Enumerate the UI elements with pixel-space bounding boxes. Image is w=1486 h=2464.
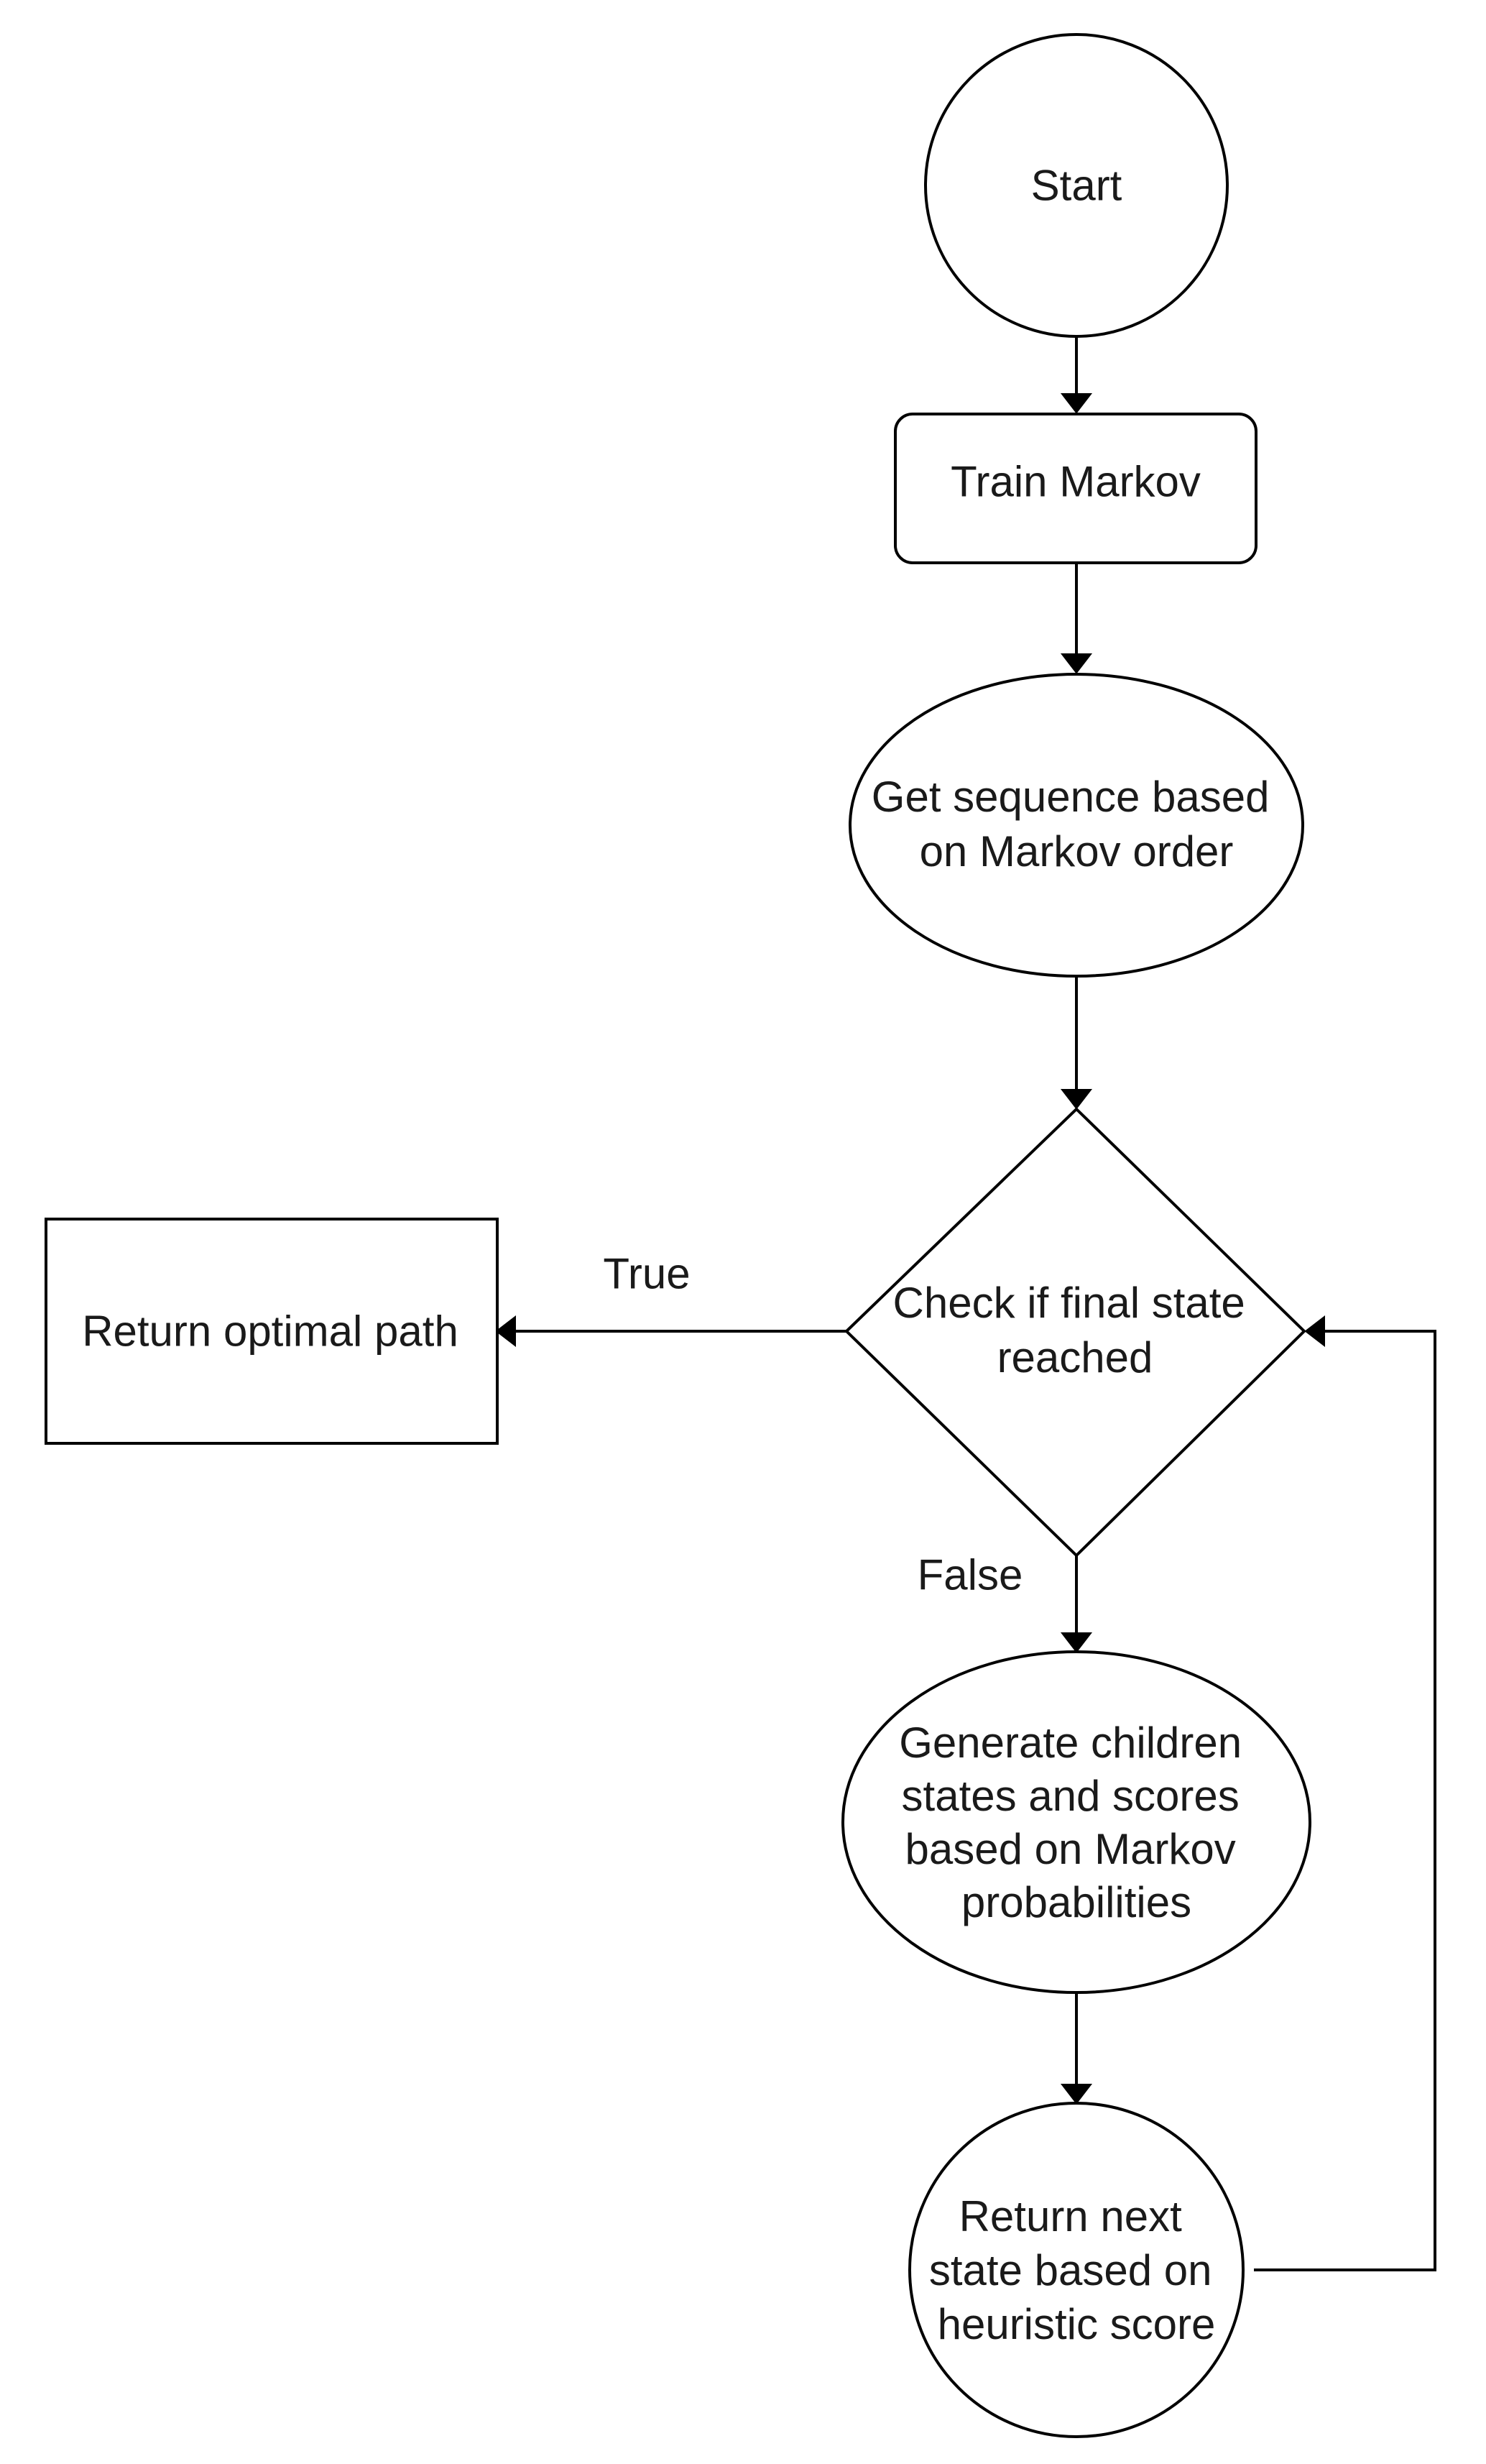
false-edge-label: False bbox=[918, 1551, 1023, 1599]
node-start: Start bbox=[924, 33, 1229, 338]
generate-children-line-1: Generate children bbox=[899, 1719, 1242, 1767]
node-return-next: Return next state based on heuristic sco… bbox=[908, 2102, 1245, 2438]
arrow-head-optimal bbox=[495, 1315, 516, 1348]
return-optimal-box bbox=[45, 1218, 499, 1445]
true-edge-label: True bbox=[603, 1250, 690, 1298]
get-sequence-line-2: on Markov order bbox=[920, 827, 1234, 875]
train-markov-box bbox=[894, 413, 1257, 564]
check-final-diamond bbox=[844, 1107, 1306, 1558]
get-sequence-ellipse bbox=[849, 673, 1304, 978]
check-final-line-1: Check if final state bbox=[893, 1279, 1245, 1327]
node-generate-children: Generate children states and scores base… bbox=[841, 1650, 1311, 1994]
check-final-label: Check if final state reached bbox=[893, 1279, 1257, 1382]
node-check-final: Check if final state reached bbox=[844, 1107, 1306, 1558]
node-train-markov: Train Markov bbox=[894, 413, 1257, 564]
arrow-head-check bbox=[1060, 1089, 1093, 1110]
arrow-head-next bbox=[1060, 2084, 1093, 2105]
train-markov-label: Train Markov bbox=[951, 458, 1201, 506]
return-next-line-3: heuristic score bbox=[938, 2300, 1216, 2348]
get-sequence-line-1: Get sequence based bbox=[872, 773, 1270, 821]
arrow-head-train bbox=[1060, 393, 1093, 414]
arrow-head-loop bbox=[1304, 1315, 1325, 1348]
edge-next-loop-to-check bbox=[1254, 1330, 1436, 2271]
generate-children-label: Generate children states and scores base… bbox=[899, 1719, 1254, 1926]
arrow-head-sequence bbox=[1060, 653, 1093, 674]
get-sequence-label: Get sequence based on Markov order bbox=[872, 773, 1281, 875]
generate-children-line-4: probabilities bbox=[961, 1878, 1191, 1926]
generate-children-ellipse bbox=[841, 1650, 1311, 1994]
node-get-sequence: Get sequence based on Markov order bbox=[849, 673, 1304, 978]
return-next-circle bbox=[908, 2102, 1245, 2438]
generate-children-line-2: states and scores bbox=[902, 1772, 1240, 1820]
arrow-head-generate bbox=[1060, 1632, 1093, 1653]
return-next-label: Return next state based on heuristic sco… bbox=[929, 2192, 1224, 2348]
generate-children-line-3: based on Markov bbox=[905, 1825, 1236, 1873]
edges bbox=[495, 336, 1436, 2271]
return-next-line-2: state based on bbox=[929, 2246, 1212, 2294]
return-optimal-label: Return optimal path bbox=[82, 1307, 458, 1356]
return-next-line-1: Return next bbox=[959, 2192, 1182, 2240]
start-circle bbox=[924, 33, 1229, 338]
start-label: Start bbox=[1031, 162, 1122, 210]
node-return-optimal: Return optimal path bbox=[45, 1218, 499, 1445]
check-final-line-2: reached bbox=[997, 1333, 1153, 1382]
